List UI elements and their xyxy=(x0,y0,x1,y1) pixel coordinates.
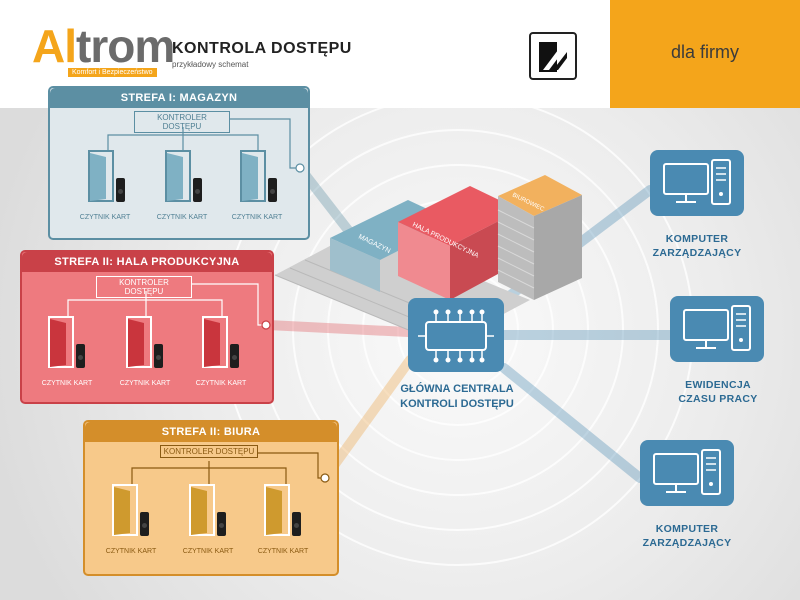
computer-3-label-line1: KOMPUTER xyxy=(655,523,719,535)
reader-label: CZYTNIK KART xyxy=(182,548,234,555)
link-production xyxy=(263,320,413,337)
card-reader-icon xyxy=(154,344,163,368)
card-reader-icon xyxy=(292,512,301,536)
building-office xyxy=(498,175,582,216)
computer-2-label: EWIDENCJA CZASU PRACY xyxy=(648,378,788,406)
circuit-board-icon xyxy=(418,309,494,363)
desktop-computer-icon xyxy=(663,159,731,205)
hub-label-line1: GŁÓWNA CENTRALA xyxy=(400,383,514,395)
computer-3 xyxy=(640,440,734,506)
door-icon xyxy=(202,316,228,368)
computer-2 xyxy=(670,296,764,362)
page-subtitle: przykładowy schemat xyxy=(172,60,249,69)
zone-warehouse-title: STREFA I: MAGAZYN xyxy=(50,88,308,108)
reader-label: CZYTNIK KART xyxy=(257,548,309,555)
reader-label: CZYTNIK KART xyxy=(105,548,157,555)
door-icon xyxy=(112,484,138,536)
door-icon xyxy=(126,316,152,368)
hub-label-line2: KONTROLI DOSTĘPU xyxy=(400,398,514,410)
zone-office-title: STREFA II: BIURA xyxy=(85,422,337,442)
door-icon xyxy=(48,316,74,368)
zone-production-controller: KONTROLER DOSTĘPU xyxy=(96,276,192,298)
computer-3-label-line2: ZARZĄDZAJĄCY xyxy=(642,537,732,549)
reader-label: CZYTNIK KART xyxy=(195,380,247,387)
link-office xyxy=(320,355,415,483)
brand-part2: trom xyxy=(76,20,175,72)
link-computer-3 xyxy=(499,363,645,483)
door-slash-logo-icon xyxy=(529,32,577,80)
reader-label: CZYTNIK KART xyxy=(119,380,171,387)
central-hub xyxy=(408,298,504,372)
door-icon xyxy=(264,484,290,536)
door-icon xyxy=(165,150,191,202)
desktop-computer-icon xyxy=(683,305,751,351)
zone-production-title: STREFA II: HALA PRODUKCYJNA xyxy=(22,252,272,272)
computer-1-label-line2: ZARZĄDZAJĄCY xyxy=(652,247,742,259)
hub-label: GŁÓWNA CENTRALA KONTROLI DOSTĘPU xyxy=(380,382,534,412)
zone-production: STREFA II: HALA PRODUKCYJNA xyxy=(20,250,274,404)
card-reader-icon xyxy=(116,178,125,202)
card-reader-icon xyxy=(230,344,239,368)
audience-label: dla firmy xyxy=(670,42,739,62)
door-icon xyxy=(88,150,114,202)
brand-logo: Altrom xyxy=(32,23,175,69)
desktop-computer-icon xyxy=(653,449,721,495)
zone-office-controller: KONTROLER DOSTĘPU xyxy=(160,445,258,458)
computer-1-label: KOMPUTER ZARZĄDZAJĄCY xyxy=(627,232,767,260)
card-reader-icon xyxy=(140,512,149,536)
brand-tagline: Komfort i Bezpieczeństwo xyxy=(68,68,157,77)
computer-3-label: KOMPUTER ZARZĄDZAJĄCY xyxy=(617,522,757,550)
page-title: KONTROLA DOSTĘPU xyxy=(172,40,352,57)
computer-1 xyxy=(650,150,744,216)
audience-panel xyxy=(610,0,800,108)
reader-label: CZYTNIK KART xyxy=(156,214,208,221)
door-icon xyxy=(240,150,266,202)
reader-label: CZYTNIK KART xyxy=(231,214,283,221)
building-production xyxy=(398,186,520,246)
door-icon xyxy=(189,484,215,536)
computer-2-label-line1: EWIDENCJA xyxy=(685,379,751,391)
reader-label: CZYTNIK KART xyxy=(41,380,93,387)
zone-warehouse-controller: KONTROLER DOSTĘPU xyxy=(134,111,230,133)
card-reader-icon xyxy=(217,512,226,536)
card-reader-icon xyxy=(268,178,277,202)
brand-part1: Al xyxy=(32,20,77,72)
computer-1-label-line1: KOMPUTER xyxy=(665,233,729,245)
computer-2-label-line2: CZASU PRACY xyxy=(678,393,758,405)
card-reader-icon xyxy=(193,178,202,202)
card-reader-icon xyxy=(76,344,85,368)
reader-label: CZYTNIK KART xyxy=(79,214,131,221)
